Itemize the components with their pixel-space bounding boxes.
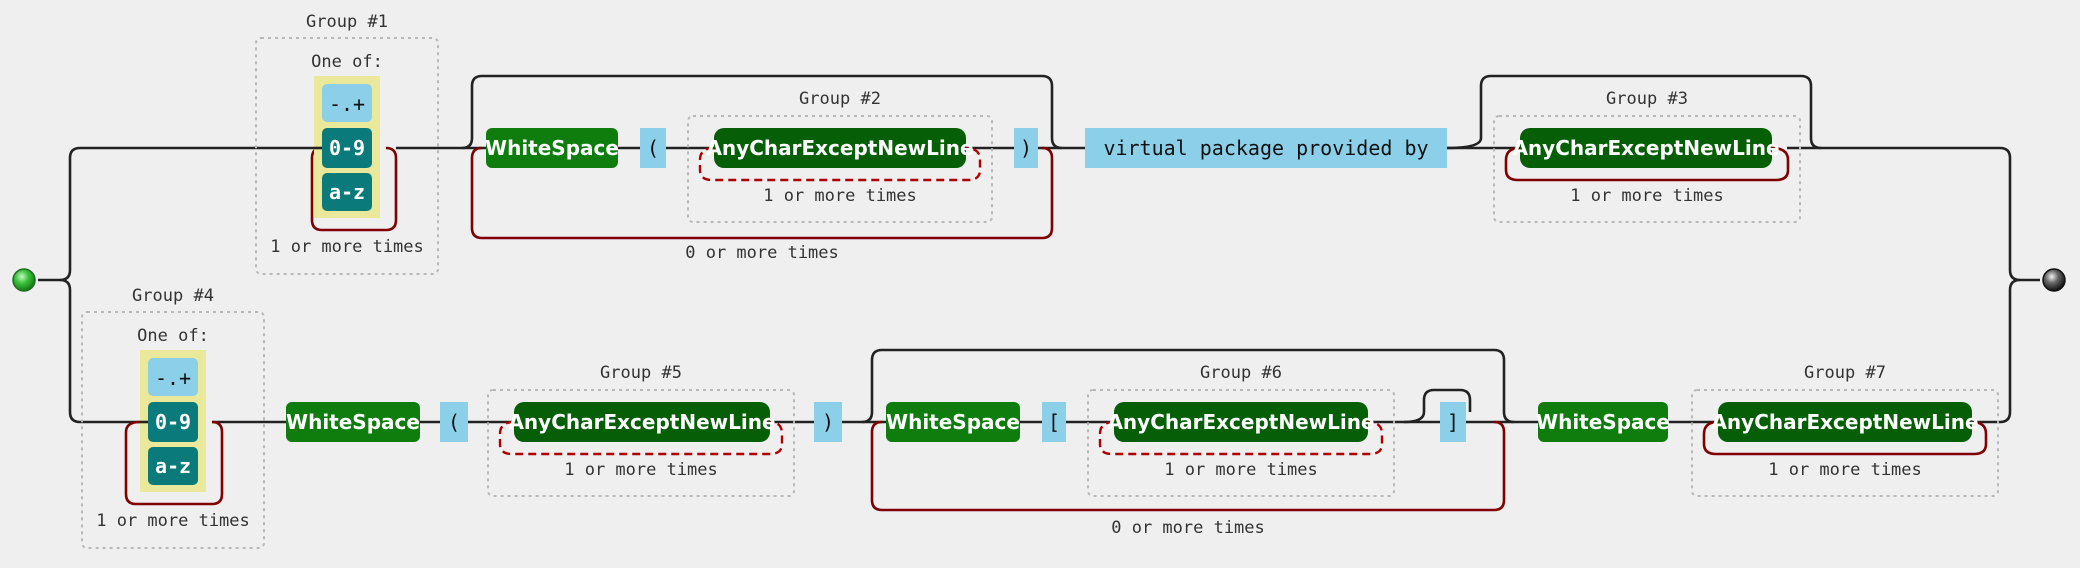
start-node <box>12 268 36 292</box>
whitespace-token-3 <box>886 402 1020 442</box>
main-wires <box>38 74 2040 424</box>
group-4-repeat-label: 1 or more times <box>96 511 250 531</box>
svg-text:WhiteSpace: WhiteSpace <box>286 410 420 434</box>
any-char-token-6 <box>1114 402 1368 442</box>
group-3-label: Group #3 <box>1606 89 1688 109</box>
group4-repeat-loop <box>124 420 224 506</box>
optional-sequence-top-repeat-label: 0 or more times <box>685 243 839 263</box>
svg-text:-.+: -.+ <box>155 366 191 390</box>
svg-text:WhiteSpace: WhiteSpace <box>1536 410 1670 434</box>
one-of-label-2: One of: <box>137 326 209 346</box>
group3-repeat-loop <box>1504 146 1790 182</box>
svg-text:WhiteSpace: WhiteSpace <box>485 136 619 160</box>
group-7-label: Group #7 <box>1804 363 1886 383</box>
svg-text:0-9: 0-9 <box>329 136 365 160</box>
any-char-token-3 <box>1520 128 1772 168</box>
any-char-token-2 <box>714 128 966 168</box>
svg-text:AnyCharExceptNewLine: AnyCharExceptNewLine <box>508 410 775 434</box>
whitespace-token-4 <box>1538 402 1668 442</box>
group-5: Group #5 AnyCharExceptNewLine 1 or more … <box>487 363 795 497</box>
virtual-package-literal <box>1085 128 1447 168</box>
group-5-label: Group #5 <box>600 363 682 383</box>
group-7-repeat-label: 1 or more times <box>1768 460 1922 480</box>
svg-text:a-z: a-z <box>155 454 191 478</box>
char-letters <box>322 173 372 211</box>
group-4: Group #4 One of: -.+ 0-9 a-z 1 or more t… <box>81 286 265 549</box>
group5-repeat-loop <box>498 420 784 456</box>
any-char-token-7 <box>1718 402 1972 442</box>
svg-text:WhiteSpace: WhiteSpace <box>886 410 1020 434</box>
svg-text:-.+: -.+ <box>329 92 365 116</box>
group2-repeat-loop <box>698 146 982 182</box>
rbracket-token <box>1440 402 1466 442</box>
group-1-repeat-label: 1 or more times <box>270 237 424 257</box>
any-char-token-5 <box>514 402 770 442</box>
group-2: Group #2 AnyCharExceptNewLine 1 or more … <box>687 89 993 223</box>
group1-repeat-loop <box>310 146 398 232</box>
lparen-token-1 <box>640 128 666 168</box>
group-1-label: Group #1 <box>306 12 388 32</box>
optional-sequence-loop-top <box>470 146 1054 240</box>
svg-text:[: [ <box>1048 410 1060 434</box>
lparen-token-2 <box>440 402 468 442</box>
svg-text:(: ( <box>448 410 460 434</box>
group6-repeat-loop <box>1098 420 1384 456</box>
svg-text:(: ( <box>647 136 659 160</box>
group-6: Group #6 AnyCharExceptNewLine 1 or more … <box>1087 363 1395 497</box>
char-digits-2 <box>148 402 198 442</box>
svg-text:0-9: 0-9 <box>155 410 191 434</box>
rparen-token-2 <box>814 402 842 442</box>
group7-repeat-loop <box>1702 420 1988 456</box>
char-special <box>322 84 372 122</box>
svg-text:virtual package provided by: virtual package provided by <box>1103 136 1428 160</box>
group-6-repeat-label: 1 or more times <box>1164 460 1318 480</box>
svg-text:): ) <box>1020 136 1032 160</box>
optional-sequence-bottom-repeat-label: 0 or more times <box>1111 518 1265 538</box>
group-7: Group #7 AnyCharExceptNewLine 1 or more … <box>1691 363 1999 497</box>
char-letters-2 <box>148 447 198 485</box>
group-3-repeat-label: 1 or more times <box>1570 186 1724 206</box>
group-2-repeat-label: 1 or more times <box>763 186 917 206</box>
char-special-2 <box>148 358 198 396</box>
svg-text:AnyCharExceptNewLine: AnyCharExceptNewLine <box>1107 410 1374 434</box>
svg-text:AnyCharExceptNewLine: AnyCharExceptNewLine <box>706 136 973 160</box>
whitespace-token-2 <box>286 402 420 442</box>
lbracket-token <box>1042 402 1066 442</box>
svg-text:AnyCharExceptNewLine: AnyCharExceptNewLine <box>1711 410 1978 434</box>
svg-text:]: ] <box>1447 410 1459 434</box>
end-node <box>2042 268 2066 292</box>
svg-text:a-z: a-z <box>329 180 365 204</box>
group-1: Group #1 One of: -.+ 0-9 a-z 1 or more t… <box>255 12 439 275</box>
group-6-label: Group #6 <box>1200 363 1282 383</box>
loops <box>124 146 1988 512</box>
rparen-token-1 <box>1014 128 1038 168</box>
char-digits <box>322 128 372 168</box>
one-of-label: One of: <box>311 52 383 72</box>
svg-text:AnyCharExceptNewLine: AnyCharExceptNewLine <box>1512 136 1779 160</box>
group-4-label: Group #4 <box>132 286 214 306</box>
whitespace-token-1 <box>486 128 618 168</box>
svg-text:): ) <box>822 410 834 434</box>
optional-sequence-loop-bottom <box>870 420 1506 512</box>
group-3: Group #3 AnyCharExceptNewLine 1 or more … <box>1493 89 1801 223</box>
group-2-label: Group #2 <box>799 89 881 109</box>
group-5-repeat-label: 1 or more times <box>564 460 718 480</box>
